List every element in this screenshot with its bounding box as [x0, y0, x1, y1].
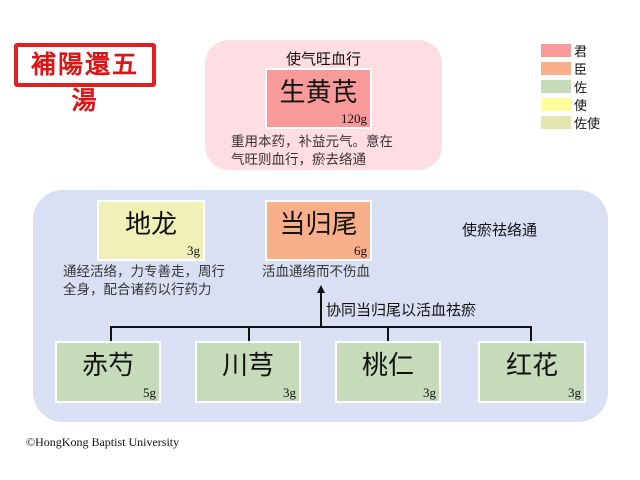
- herb-dose: 3g: [187, 243, 200, 258]
- legend-label: 佐使: [574, 117, 601, 132]
- desc-line: 气旺则血行，瘀去络通: [231, 152, 366, 168]
- legend-swatch-minister: [541, 62, 571, 75]
- herb-name: 赤芍: [81, 351, 134, 381]
- legend-label: 臣: [574, 63, 588, 78]
- legend-swatch-envoy: [541, 98, 571, 111]
- dangguiwei-desc: 活血通络而不伤血: [262, 264, 370, 280]
- monarch-desc: 重用本药，补益元气。意在 气旺则血行，瘀去络通: [231, 133, 393, 169]
- arrow-shaft: [320, 292, 322, 327]
- monarch-caption: 使气旺血行: [285, 50, 361, 68]
- herb-name: 地龙: [124, 210, 177, 240]
- herb-name: 川芎: [221, 351, 274, 381]
- herb-box-huangqi: 生黄芪 120g: [265, 68, 372, 129]
- herb-name: 红花: [505, 351, 558, 381]
- desc-line: 通经活络，力专善走，周行: [63, 264, 225, 280]
- herb-name: 生黄芪: [279, 78, 358, 108]
- legend-label: 使: [574, 99, 588, 114]
- legend-label: 君: [574, 45, 588, 60]
- copyright: ©HongKong Baptist University: [26, 435, 180, 449]
- herb-dose: 6g: [354, 243, 367, 258]
- herb-dose: 3g: [283, 385, 296, 400]
- arrow-label: 协同当归尾以活血祛瘀: [326, 301, 477, 319]
- connector-horizontal: [110, 326, 531, 328]
- legend-swatch-assistant: [541, 80, 571, 93]
- desc-line: 全身，配合诸药以行药力: [63, 282, 212, 298]
- connector-vertical: [387, 326, 389, 342]
- legend-swatch-assistant-envoy: [541, 116, 571, 129]
- main-caption: 使瘀祛络通: [462, 221, 538, 239]
- legend-label: 佐: [574, 81, 588, 96]
- herb-box-taoren: 桃仁 3g: [335, 341, 441, 403]
- herb-dose: 120g: [341, 111, 367, 126]
- herb-dose: 5g: [143, 385, 156, 400]
- herb-box-honghua: 红花 3g: [478, 341, 586, 403]
- herb-box-chuanxiong: 川芎 3g: [195, 341, 301, 403]
- herb-name: 当归尾: [279, 210, 358, 240]
- desc-line: 重用本药，补益元气。意在: [231, 134, 393, 150]
- connector-vertical: [110, 326, 112, 342]
- herb-box-dilong: 地龙 3g: [97, 200, 205, 261]
- arrow-head-icon: [317, 285, 325, 293]
- connector-vertical: [248, 326, 250, 342]
- herb-name: 桃仁: [361, 351, 414, 381]
- herb-box-dangguiwei: 当归尾 6g: [265, 200, 372, 261]
- herb-dose: 3g: [423, 385, 436, 400]
- dilong-desc: 通经活络，力专善走，周行 全身，配合诸药以行药力: [63, 263, 225, 299]
- legend-swatch-monarch: [541, 44, 571, 57]
- herb-box-chishao: 赤芍 5g: [55, 341, 161, 403]
- herb-dose: 3g: [568, 385, 581, 400]
- connector-vertical: [530, 326, 532, 342]
- formula-title-stamp: 補陽還五湯: [14, 43, 156, 115]
